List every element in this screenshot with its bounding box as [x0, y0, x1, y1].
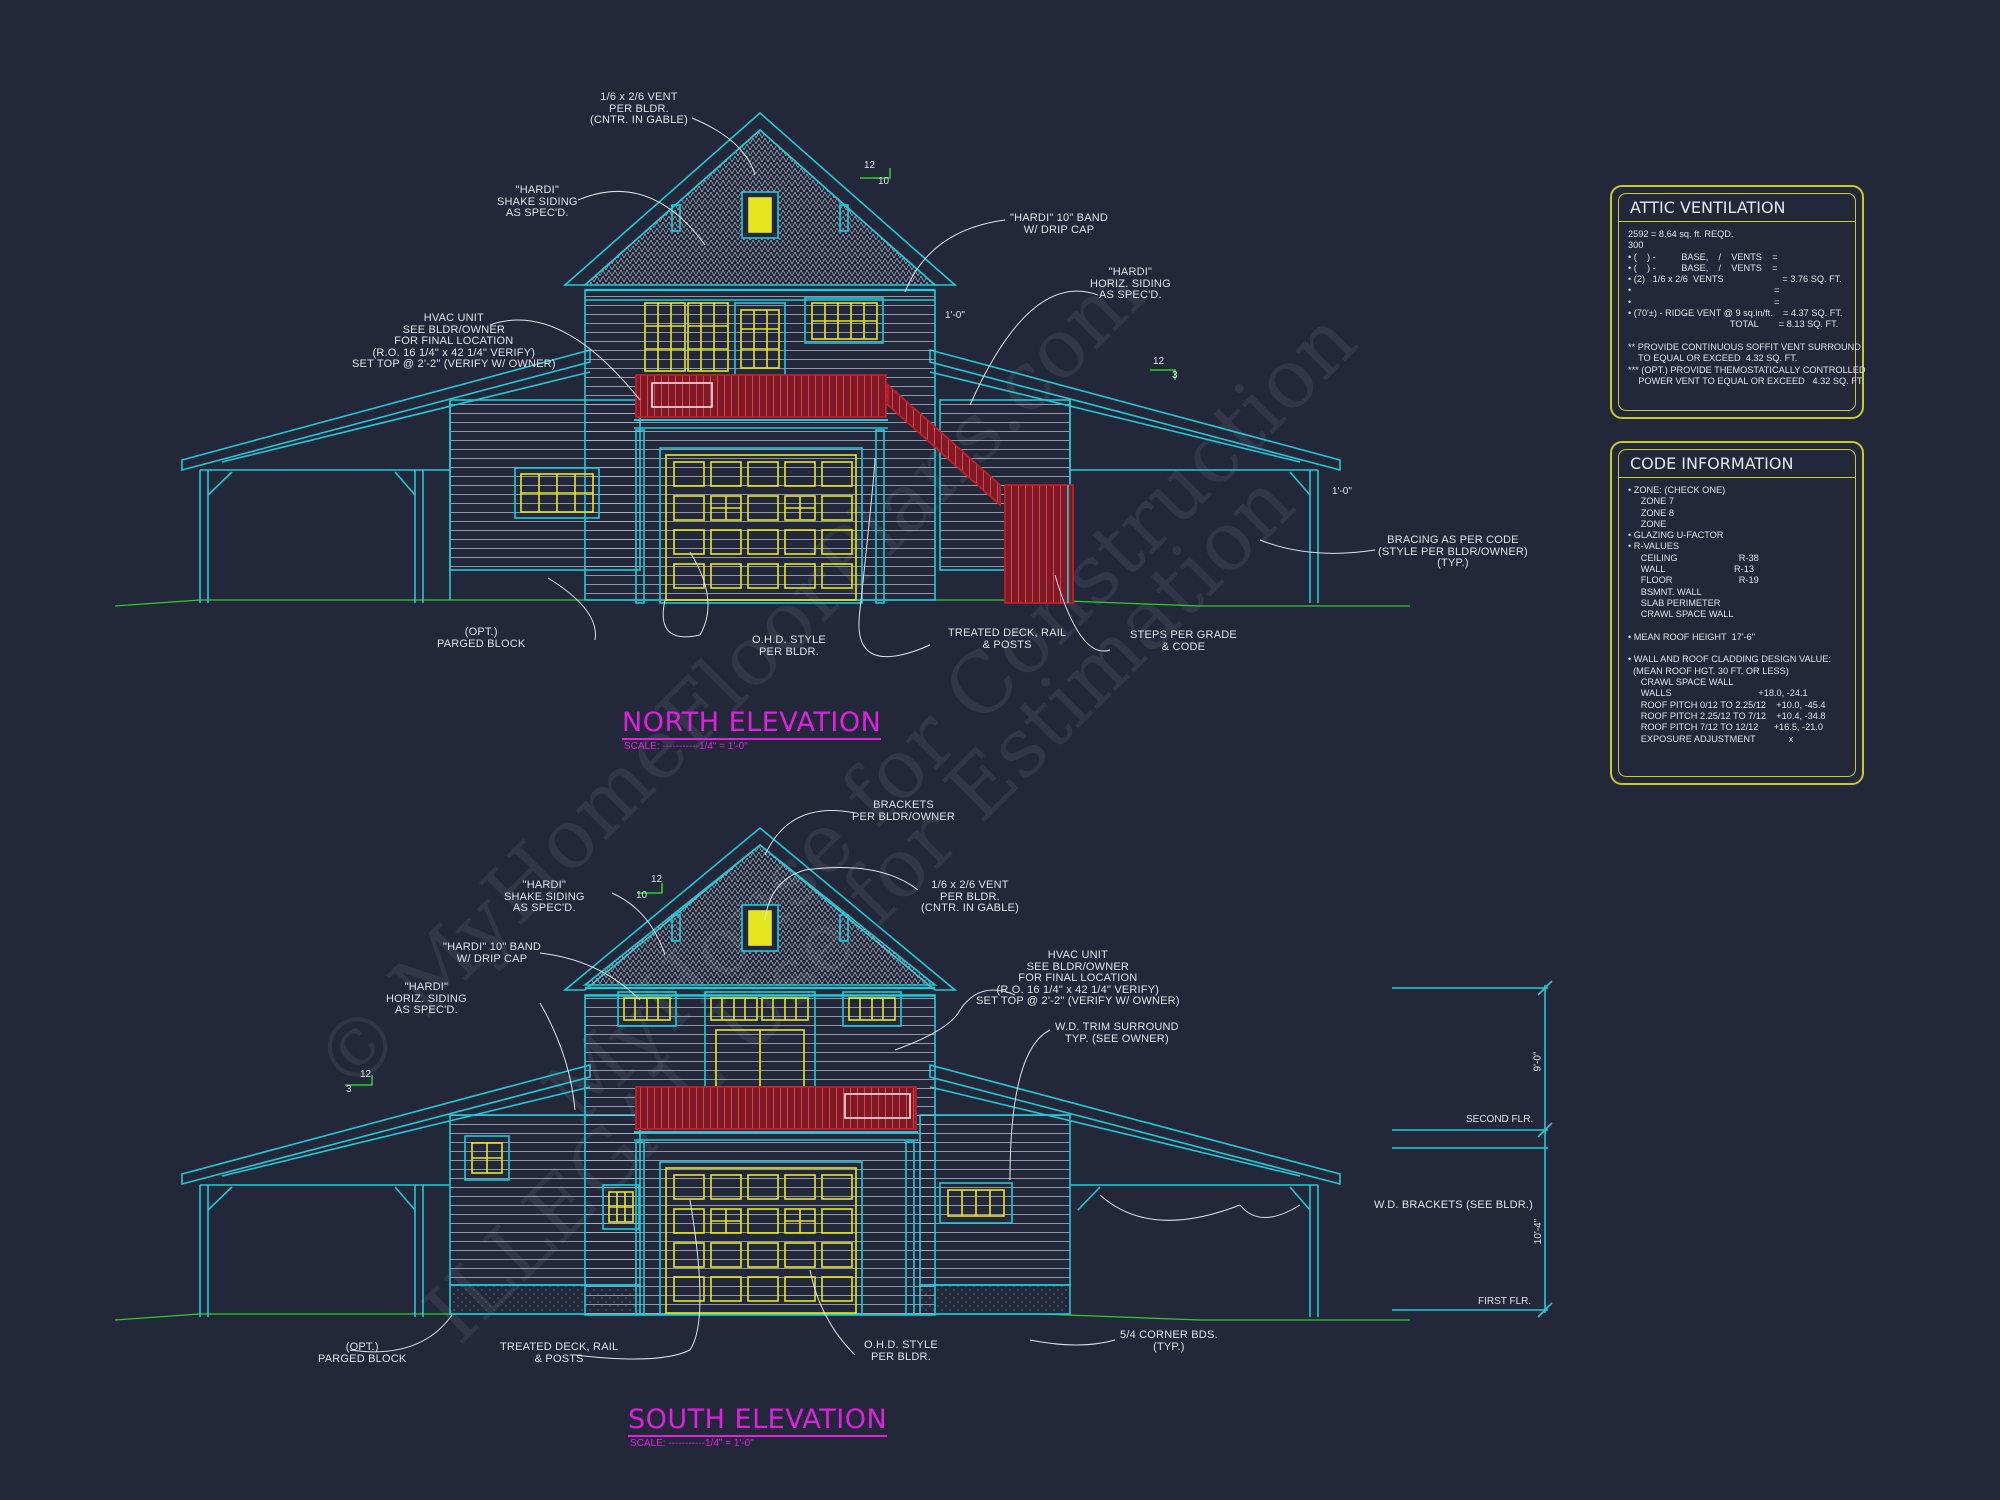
south-label-horiz: "HARDI" HORIZ. SIDING AS SPEC'D.: [386, 981, 467, 1016]
attic-ventilation-box: ATTIC VENTILATION 2592 = 8.64 sq. ft. RE…: [1610, 185, 1866, 419]
code-line: [1628, 643, 1852, 654]
north-dim-right: 1'-0": [1332, 486, 1352, 497]
code-line: [1628, 621, 1852, 632]
south-label-ohd: O.H.D. STYLE PER BLDR.: [864, 1339, 938, 1363]
code-line: ZONE 8: [1628, 507, 1674, 518]
attic-line: 300: [1628, 240, 1644, 251]
north-label-hvac: HVAC UNIT SEE BLDR/OWNER FOR FINAL LOCAT…: [352, 312, 556, 370]
first-floor-label: FIRST FLR.: [1478, 1296, 1532, 1307]
attic-line: • =: [1628, 296, 1780, 307]
upper-height-dim: 9'-0": [1532, 1051, 1544, 1072]
code-line: SLAB PERIMETER: [1628, 597, 1721, 608]
north-label-bracing: BRACING AS PER CODE (STYLE PER BLDR/OWNE…: [1378, 534, 1528, 569]
code-line: • GLAZING U-FACTOR: [1628, 530, 1724, 541]
code-line: WALL R-13: [1628, 564, 1754, 575]
south-elevation-scale: SCALE: -----------1/4" = 1'-0": [630, 1438, 754, 1449]
code-line: CRAWL SPACE WALL: [1628, 677, 1734, 688]
attic-line: 2592 = 8.64 sq. ft. REQD.: [1628, 229, 1734, 239]
lower-height-dim: 10'-4": [1533, 1218, 1545, 1245]
north-dim-overhang: 1'-0": [945, 310, 965, 321]
code-line: ROOF PITCH 0/12 TO 2.25/12 +10.0, -45.4: [1628, 699, 1826, 710]
attic-line: • ( ) - BASE, / VENTS =: [1628, 262, 1778, 273]
attic-line: • (2) 1/6 x 2/6 VENTS = 3.76 SQ. FT.: [1628, 274, 1842, 285]
north-label-shake: "HARDI" SHAKE SIDING AS SPEC'D.: [497, 184, 578, 219]
north-pitch-b-run: 3: [1172, 370, 1178, 381]
attic-line: • (70'±) - RIDGE VENT @ 9 sq.in/ft. = 4.…: [1628, 308, 1843, 319]
code-line: ROOF PITCH 2.25/12 TO 7/12 +10.4, -34.8: [1628, 710, 1826, 721]
south-pitch-b-run: 3: [346, 1084, 352, 1095]
attic-ventilation-title: ATTIC VENTILATION: [1630, 198, 1786, 217]
code-information-box: CODE INFORMATION • ZONE: (CHECK ONE) ZON…: [1610, 441, 1864, 785]
code-line: EXPOSURE ADJUSTMENT x: [1628, 733, 1794, 744]
south-label-hvac: HVAC UNIT SEE BLDR/OWNER FOR FINAL LOCAT…: [976, 949, 1180, 1007]
south-label-shake: "HARDI" SHAKE SIDING AS SPEC'D.: [504, 879, 585, 914]
north-pitch-b-rise: 12: [1153, 356, 1165, 367]
code-line: ZONE 7: [1628, 496, 1674, 507]
attic-line: POWER VENT TO EQUAL OR EXCEED 4.32 SQ. F…: [1628, 375, 1865, 386]
attic-line: TO EQUAL OR EXCEED 4.32 SQ. FT.: [1628, 353, 1798, 364]
north-label-ohd: O.H.D. STYLE PER BLDR.: [752, 634, 826, 658]
north-label-parged: (OPT.) PARGED BLOCK: [437, 626, 526, 650]
south-label-trim: W.D. TRIM SURROUND TYP. (SEE OWNER): [1055, 1021, 1179, 1045]
code-line: (MEAN ROOF HGT. 30 FT. OR LESS): [1628, 665, 1789, 676]
south-label-wdbrackets: W.D. BRACKETS (SEE BLDR.): [1374, 1199, 1534, 1211]
south-label-brackets: BRACKETS PER BLDR/OWNER: [852, 799, 956, 823]
code-information-title: CODE INFORMATION: [1630, 454, 1794, 473]
code-line: ZONE: [1628, 518, 1667, 529]
south-pitch-b-rise: 12: [360, 1069, 372, 1080]
attic-line: [1628, 331, 1852, 342]
attic-line: • ( ) - BASE, / VENTS =: [1628, 251, 1778, 262]
attic-line: TOTAL = 8.13 SQ. FT.: [1628, 319, 1839, 330]
attic-ventilation-body: 2592 = 8.64 sq. ft. REQD.300• ( ) - BASE…: [1628, 229, 1866, 387]
north-label-band: "HARDI" 10" BAND W/ DRIP CAP: [1010, 212, 1109, 236]
south-pitch-rise: 12: [651, 874, 663, 885]
north-elevation-scale: SCALE: -----------1/4" = 1'-0": [624, 741, 748, 752]
north-building: [114, 111, 1410, 607]
code-line: • MEAN ROOF HEIGHT 17'-6": [1628, 631, 1756, 642]
code-line: • R-VALUES: [1628, 541, 1680, 552]
north-label-deck: TREATED DECK, RAIL & POSTS: [948, 627, 1067, 651]
code-line: ROOF PITCH 7/12 TO 12/12 +16.5, -21.0: [1628, 722, 1823, 733]
south-label-vent: 1/6 x 2/6 VENT PER BLDR. (CNTR. IN GABLE…: [921, 879, 1019, 914]
code-line: • WALL AND ROOF CLADDING DESIGN VALUE:: [1628, 654, 1831, 665]
attic-line: ** PROVIDE CONTINUOUS SOFFIT VENT SURROU…: [1628, 341, 1861, 352]
north-label-steps: STEPS PER GRADE & CODE: [1130, 629, 1237, 653]
code-line: FLOOR R-19: [1628, 575, 1759, 586]
attic-line: *** (OPT.) PROVIDE THEMOSTATICALLY CONTR…: [1628, 364, 1866, 375]
north-label-horiz: "HARDI" HORIZ. SIDING AS SPEC'D.: [1090, 266, 1171, 301]
south-label-deck: TREATED DECK, RAIL & POSTS: [500, 1341, 619, 1365]
code-line: • ZONE: (CHECK ONE): [1628, 485, 1726, 495]
south-pitch-run: 10: [636, 890, 648, 901]
code-line: CEILING R-38: [1628, 552, 1759, 563]
code-line: CRAWL SPACE WALL: [1628, 609, 1734, 620]
code-information-body: • ZONE: (CHECK ONE) ZONE 7 ZONE 8 ZONE• …: [1628, 485, 1852, 745]
second-floor-label: SECOND FLR.: [1466, 1114, 1534, 1125]
south-building: [114, 826, 1553, 1321]
south-label-band: "HARDI" 10" BAND W/ DRIP CAP: [443, 941, 542, 965]
north-label-vent: 1/6 x 2/6 VENT PER BLDR. (CNTR. IN GABLE…: [590, 91, 688, 126]
south-label-corner: 5/4 CORNER BDS. (TYP.): [1120, 1329, 1218, 1353]
south-elevation-title: SOUTH ELEVATION: [628, 1404, 888, 1437]
attic-line: • =: [1628, 285, 1780, 296]
code-line: WALLS +18.0, -24.1: [1628, 688, 1808, 699]
north-elevation-title: NORTH ELEVATION: [622, 707, 882, 740]
north-pitch-run: 10: [878, 176, 890, 187]
north-pitch-rise: 12: [864, 160, 876, 171]
south-label-parged: (OPT.) PARGED BLOCK: [318, 1341, 407, 1365]
code-line: BSMNT. WALL: [1628, 586, 1702, 597]
